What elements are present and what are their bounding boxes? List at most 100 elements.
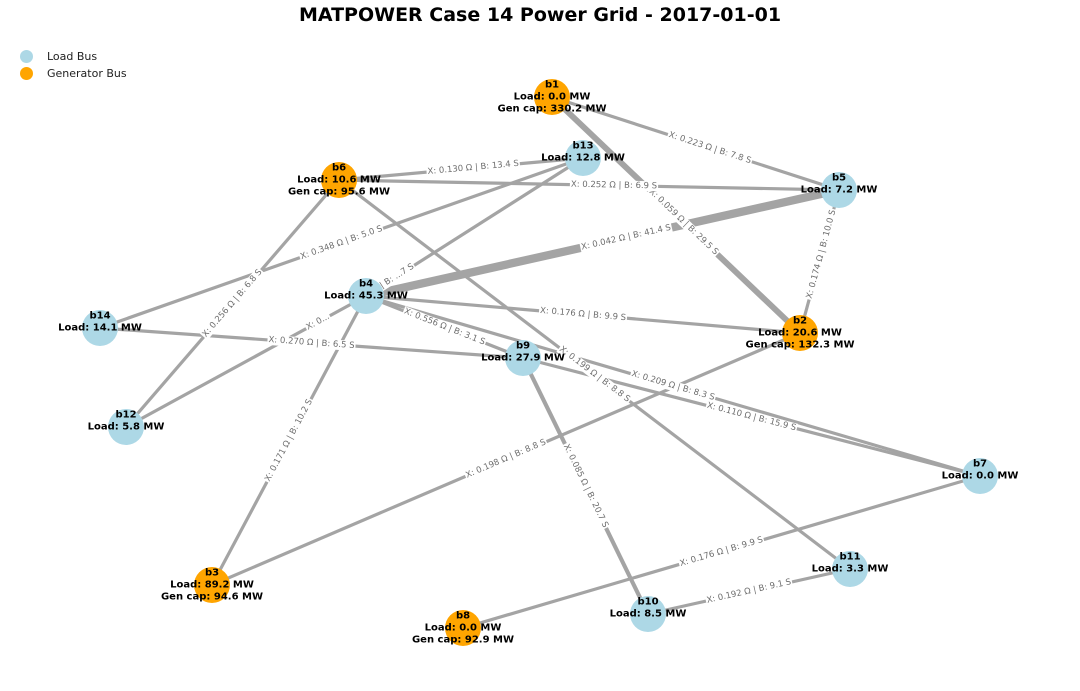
edge-label-b1-b5: X: 0.223 Ω | B: 7.8 S	[666, 129, 754, 167]
edge-label-b2-b5: X: 0.174 Ω | B: 10.0 S	[804, 207, 839, 301]
load-bus-circle	[832, 551, 868, 587]
load-bus-circle	[630, 596, 666, 632]
edge-label-background	[401, 306, 488, 348]
bus-load-text: Load: 8.5 MW	[610, 609, 687, 620]
bus-load-text: Load: 10.6 MW	[297, 175, 381, 186]
bus-load-text: Load: 45.3 MW	[324, 291, 408, 302]
legend-label-load: Load Bus	[47, 50, 98, 63]
bus-gen-text: Gen cap: 95.6 MW	[288, 187, 390, 198]
edge-label-text: X: 0.176 Ω | B: 9.9 S	[540, 306, 627, 323]
edge-label-text: X: 0.130 Ω | B: 13.4 S	[427, 159, 519, 177]
edge-label-background	[463, 437, 549, 481]
bus-name: b10	[637, 597, 658, 608]
bus-name: b8	[456, 611, 470, 622]
edge-label-background	[199, 266, 266, 341]
edge-label-b3-b2: X: 0.198 Ω | B: 8.8 S	[463, 437, 549, 481]
edge-label-b10-b11: X: 0.192 Ω | B: 9.1 S	[704, 577, 794, 606]
load-bus-swatch	[20, 50, 33, 63]
edge-label-text: X: 0.348 Ω | B: 5.0 S	[299, 224, 384, 262]
edge-label-text: X: 0.198 Ω | B: 8.8 S	[464, 437, 547, 480]
bus-name: b1	[545, 80, 559, 91]
bus-name: b3	[205, 568, 219, 579]
edge-label-background	[666, 129, 754, 167]
edge-label-text: X: 0.174 Ω | B: 10.0 S	[805, 209, 839, 300]
bus-name: b9	[516, 341, 530, 352]
edge-label-background	[646, 186, 721, 258]
bus-name: b7	[973, 459, 987, 470]
edge-label-b8-b7: X: 0.176 Ω | B: 9.9 S	[677, 534, 766, 570]
bus-load-text: Load: 0.0 MW	[425, 623, 502, 634]
edge-label-text: X: 0.270 Ω | B: 6.5 S	[268, 335, 355, 351]
edge-label-background	[298, 223, 385, 263]
bus-load-text: Load: 7.2 MW	[801, 185, 878, 196]
bus-name: b11	[839, 552, 860, 563]
load-bus-circle	[505, 340, 541, 376]
load-bus-circle	[82, 310, 118, 346]
bus-name: b2	[793, 316, 807, 327]
bus-load-text: Load: 89.2 MW	[170, 580, 254, 591]
edge-label-text: X: 0.199 Ω | B: 8.8 S	[557, 344, 632, 404]
legend-item-gen: Generator Bus	[20, 65, 127, 82]
load-bus-circle	[821, 172, 857, 208]
load-bus-circle	[962, 458, 998, 494]
edge-label-background	[677, 534, 766, 570]
diagram-title: MATPOWER Case 14 Power Grid - 2017-01-01	[298, 4, 782, 26]
bus-load-text: Load: 27.9 MW	[481, 353, 565, 364]
edge-label-background	[804, 207, 839, 301]
edge-label-b4-b3: X: 0.171 Ω | B: 10.2 S	[262, 396, 316, 485]
bus-load-text: Load: 5.8 MW	[88, 422, 165, 433]
bus-gen-text: Gen cap: 92.9 MW	[412, 635, 514, 646]
edge-label-background	[629, 368, 717, 404]
bus-name: b14	[89, 311, 110, 322]
bus-name: b5	[832, 173, 846, 184]
edge-label-background	[569, 179, 659, 192]
edge-label-background	[538, 305, 628, 324]
edge-label-background	[704, 400, 799, 434]
edge-label-b4-b12: X: 0...	[303, 311, 333, 334]
bus-load-text: Load: 3.3 MW	[812, 564, 889, 575]
generator-bus-circle	[782, 315, 818, 351]
bus-name: b13	[572, 141, 593, 152]
bus-load-text: Load: 0.0 MW	[942, 471, 1019, 482]
bus-load-text: Load: 12.8 MW	[541, 153, 625, 164]
bus-gen-text: Gen cap: 132.3 MW	[746, 340, 855, 351]
load-bus-circle	[108, 409, 144, 445]
edge-label-text: X: 0.171 Ω | B: 10.2 S	[263, 398, 315, 484]
bus-name: b6	[332, 163, 346, 174]
legend-item-load: Load Bus	[20, 48, 127, 65]
bus-gen-text: Gen cap: 94.6 MW	[161, 592, 263, 603]
edge-label-background	[426, 158, 521, 178]
edge-label-b6-b11: X: 0.199 Ω | B: 8.8 S	[556, 343, 633, 406]
edge-label-text: X: 0.256 Ω | B: 6.8 S	[201, 268, 265, 340]
bus-load-text: Load: 14.1 MW	[58, 323, 142, 334]
edge-label-background	[267, 334, 356, 352]
edge-label-background	[556, 343, 633, 406]
edge-label-text: X: 0.042 Ω | B: 41.4 S	[580, 223, 672, 253]
edge-label-b6-b13: X: 0.130 Ω | B: 13.4 S	[426, 158, 521, 178]
edge-label-b14-b13: X: 0.348 Ω | B: 5.0 S	[298, 223, 385, 263]
bus-load-text: Load: 20.6 MW	[758, 328, 842, 339]
edge-label-background	[262, 396, 316, 485]
bus-load-text: Load: 0.0 MW	[514, 92, 591, 103]
generator-bus-circle	[445, 610, 481, 646]
generator-bus-circle	[534, 79, 570, 115]
bus-gen-text: Gen cap: 330.2 MW	[498, 104, 607, 115]
edge-label-text: X: 0.223 Ω | B: 7.8 S	[667, 130, 752, 166]
edge-label-text: X: 0.176 Ω | B: 9.9 S	[679, 535, 765, 569]
edge-label-text: X: 0.192 Ω | B: 9.1 S	[706, 577, 792, 606]
generator-bus-circle	[194, 567, 230, 603]
bus-name: b12	[115, 410, 136, 421]
